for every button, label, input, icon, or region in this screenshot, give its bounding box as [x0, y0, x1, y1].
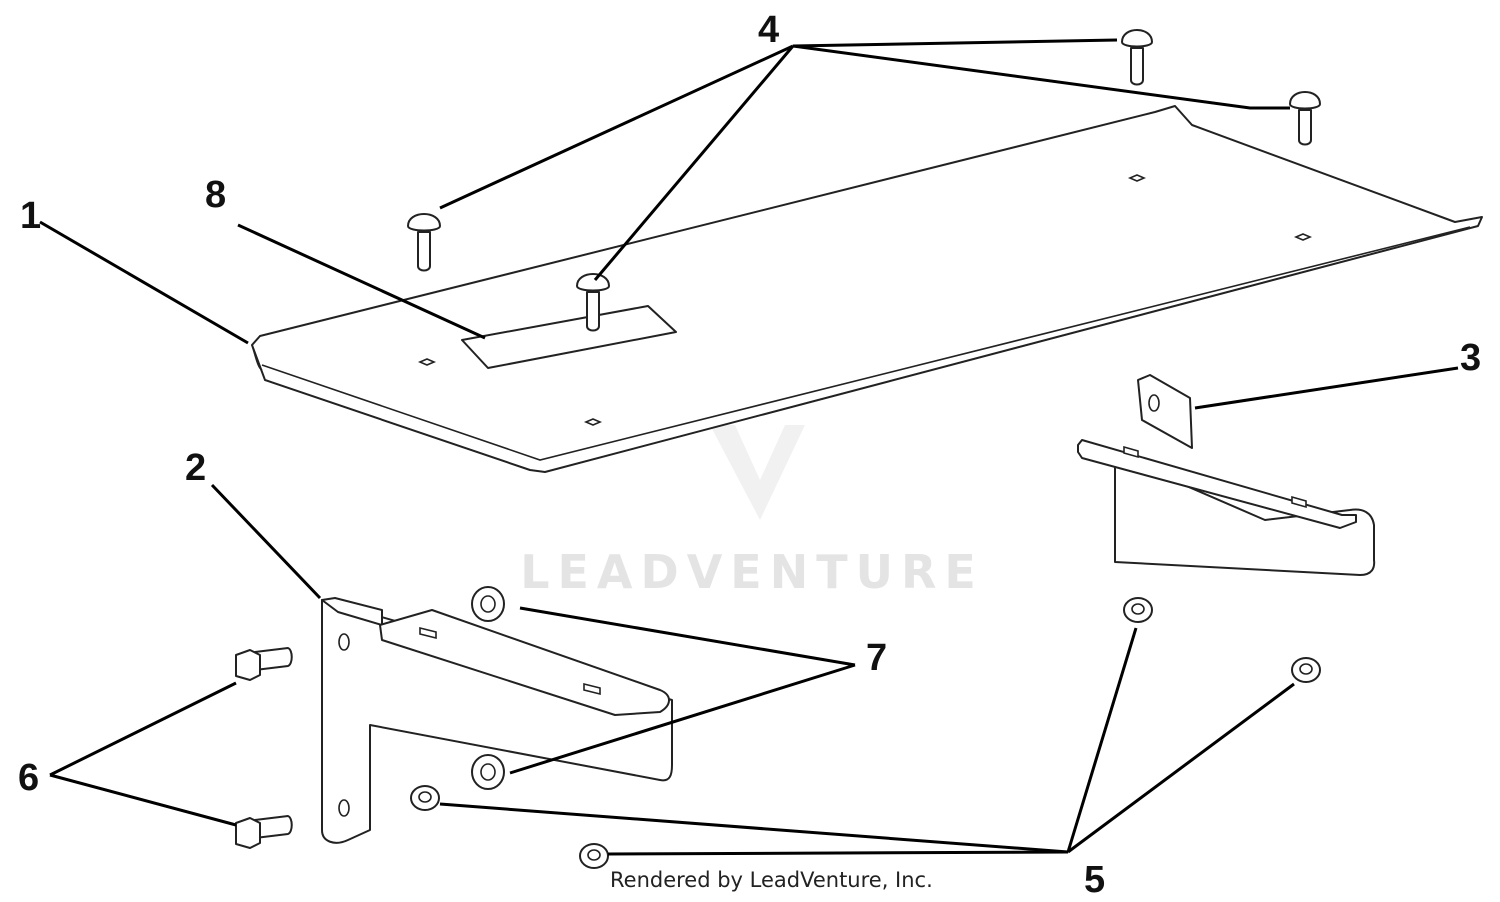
spacer-icon — [471, 754, 505, 790]
bolt-icon — [1289, 91, 1321, 146]
part-7-spacers — [471, 586, 505, 790]
callout-3: 3 — [1460, 337, 1481, 379]
callout-6: 6 — [18, 757, 39, 799]
part-4-bolts — [407, 29, 1321, 332]
leader-lines — [39, 38, 1459, 856]
hex-bolt-icon — [235, 647, 293, 681]
watermark-text: LEADVENTURE — [520, 545, 984, 599]
nut-icon — [1291, 657, 1321, 683]
bolt-icon — [576, 273, 610, 332]
callout-4: 4 — [758, 9, 779, 51]
bolt-icon — [407, 213, 441, 272]
nut-icon — [410, 785, 440, 811]
callout-5: 5 — [1084, 859, 1105, 901]
callout-1: 1 — [20, 195, 41, 237]
nut-icon — [579, 843, 609, 869]
part-2-bracket — [321, 597, 673, 844]
spacer-icon — [471, 586, 505, 622]
part-3-bracket — [1077, 374, 1376, 576]
bolt-icon — [1121, 29, 1153, 86]
part-5-nuts — [410, 597, 1321, 869]
part-1-plate — [251, 105, 1483, 473]
callout-2: 2 — [185, 447, 206, 489]
callout-8: 8 — [205, 174, 226, 216]
callout-7: 7 — [866, 637, 887, 679]
hex-bolt-icon — [235, 815, 293, 849]
nut-icon — [1123, 597, 1153, 623]
footer-credit: Rendered by LeadVenture, Inc. — [610, 868, 933, 892]
part-6-bolts — [235, 647, 293, 849]
